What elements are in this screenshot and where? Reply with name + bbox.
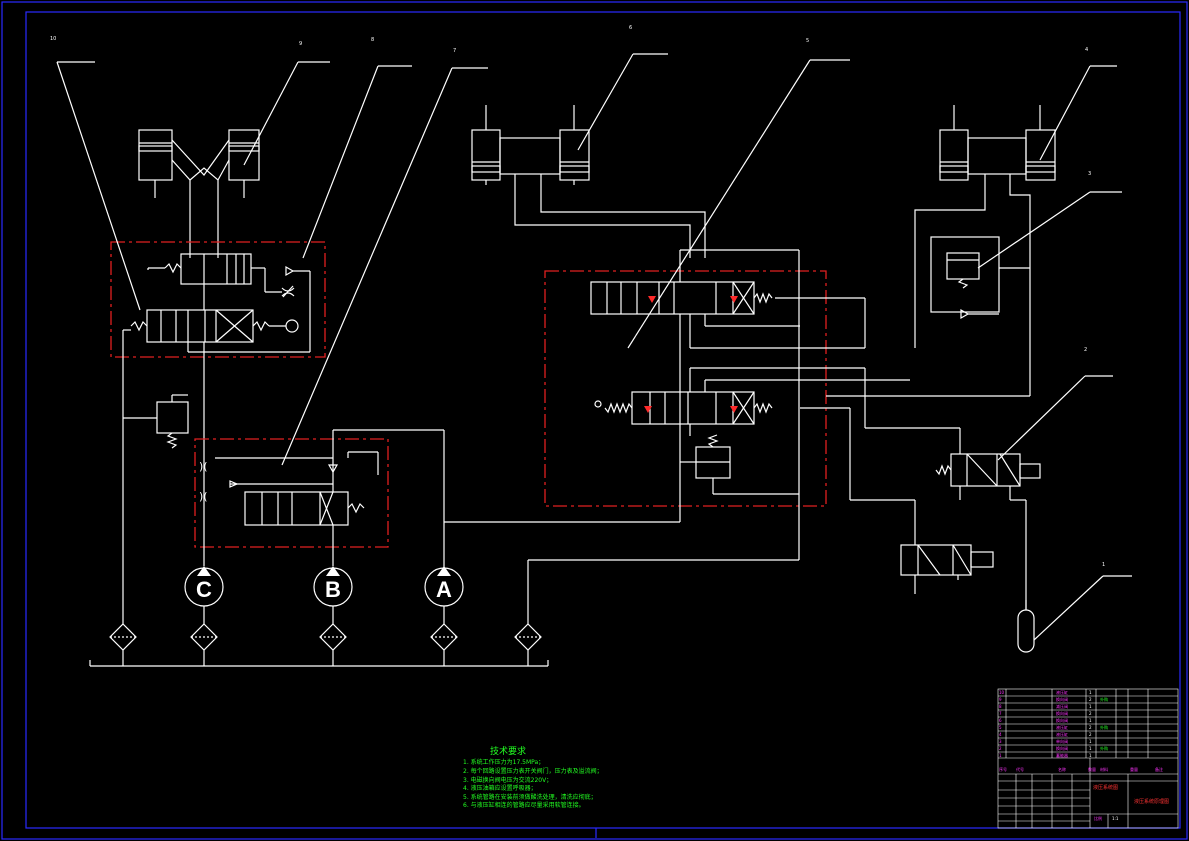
valve-block-6-boundary	[544, 270, 827, 507]
svg-text:外购: 外购	[1100, 696, 1108, 702]
svg-text:1: 1	[1089, 718, 1092, 723]
middle-circuit	[444, 105, 1030, 624]
leader-1-label: 1	[1102, 562, 1105, 568]
svg-text:9: 9	[999, 697, 1002, 702]
svg-text:1: 1	[1089, 753, 1092, 758]
tech-req-title: 技术要求	[490, 745, 526, 757]
svg-text:10: 10	[999, 690, 1005, 695]
svg-text:换向阀: 换向阀	[1056, 696, 1068, 702]
filter-4	[430, 623, 458, 666]
svg-text:8: 8	[999, 704, 1002, 709]
svg-text:液压缸: 液压缸	[1056, 689, 1068, 695]
tech-req-5: 5. 系统管路在安装前须做酸洗处理，清洗应彻底；	[463, 793, 597, 801]
svg-text:减压阀: 减压阀	[1056, 703, 1068, 709]
filter-2	[190, 623, 218, 666]
svg-text:1: 1	[1089, 739, 1092, 744]
leader-10-label: 10	[50, 36, 56, 42]
tech-req-3: 3. 电磁换向阀电压为交流220V；	[463, 776, 552, 784]
pump-c: C	[184, 566, 224, 624]
svg-text:换向阀: 换向阀	[1056, 717, 1068, 723]
tech-req-4: 4. 液压油箱应设置呼吸器；	[463, 784, 537, 792]
tank-line	[89, 660, 549, 667]
leader-7-label: 7	[453, 48, 456, 54]
svg-text:)(: )(	[199, 490, 208, 503]
right-circuit	[880, 105, 1056, 653]
leader-9-label: 9	[299, 41, 302, 47]
svg-text:换向阀: 换向阀	[1056, 745, 1068, 751]
svg-text:液压缸: 液压缸	[1056, 731, 1068, 737]
pump-b: B	[313, 566, 353, 624]
tech-req-2: 2. 每个回路设置压力表开关阀门，压力表及溢流阀；	[463, 767, 603, 775]
title-block: 10 液压缸 1 9 换向阀 2 外购 8 减压阀 1 7 换向阀 2 6 换向…	[997, 688, 1179, 829]
accumulator	[1017, 609, 1035, 653]
leader-5-label: 5	[806, 38, 809, 44]
valve-block-9-boundary	[110, 241, 326, 358]
svg-text:1:1: 1:1	[1112, 816, 1119, 821]
svg-text:2: 2	[1089, 725, 1092, 730]
svg-text:名称: 名称	[1058, 766, 1066, 772]
tech-req-6: 6. 与液压缸相连的管路应尽量采用软管连接。	[463, 801, 585, 809]
pump-a-label: A	[436, 577, 452, 602]
svg-text:换向阀: 换向阀	[1056, 710, 1068, 716]
pump-c-label: C	[196, 577, 212, 602]
svg-text:外购: 外购	[1100, 724, 1108, 730]
relief-valve	[156, 401, 189, 434]
svg-text:2: 2	[1089, 697, 1092, 702]
svg-text:)(: )(	[199, 460, 208, 473]
svg-text:蓄能器: 蓄能器	[1056, 752, 1068, 758]
svg-text:代号: 代号	[1016, 766, 1024, 772]
svg-text:液压缸: 液压缸	[1056, 724, 1068, 730]
tech-requirements: 技术要求 1. 系统工作压力为17.5MPa； 2. 每个回路设置压力表开关阀门…	[463, 745, 603, 809]
filter-3	[319, 623, 347, 666]
filter-5	[514, 623, 542, 666]
school-name: 液压系统原理图	[1134, 798, 1169, 805]
svg-text:备注: 备注	[1155, 766, 1163, 772]
svg-text:1: 1	[1089, 746, 1092, 751]
svg-text:2: 2	[1089, 711, 1092, 716]
svg-text:7: 7	[999, 711, 1002, 716]
pump-a: A	[424, 566, 464, 624]
svg-text:序号: 序号	[999, 766, 1007, 772]
svg-text:比例: 比例	[1094, 815, 1102, 821]
leader-8-label: 8	[371, 37, 374, 43]
svg-text:1: 1	[1089, 704, 1092, 709]
svg-text:1: 1	[1089, 690, 1092, 695]
svg-text:6: 6	[999, 718, 1002, 723]
leader-6-label: 6	[629, 25, 632, 31]
svg-text:2: 2	[999, 746, 1002, 751]
inner-frame	[25, 11, 1181, 829]
svg-text:材料: 材料	[1100, 766, 1108, 772]
cylinder-pair-9	[138, 129, 260, 258]
tech-req-1: 1. 系统工作压力为17.5MPa；	[463, 758, 544, 766]
leader-lines: 10 9 8 7 6 5 4 3 2 1	[50, 25, 1132, 641]
pumps: C B A	[184, 566, 464, 624]
pump-b-label: B	[325, 577, 341, 602]
leader-2-label: 2	[1084, 347, 1087, 353]
leader-3-label: 3	[1088, 171, 1091, 177]
leader-4-label: 4	[1085, 47, 1088, 53]
svg-text:重量: 重量	[1130, 766, 1138, 772]
svg-text:数量: 数量	[1088, 766, 1096, 772]
svg-text:3: 3	[999, 739, 1002, 744]
drawing-name: 液压系统图	[1093, 784, 1118, 791]
svg-text:2: 2	[1089, 732, 1092, 737]
svg-text:1: 1	[999, 753, 1002, 758]
svg-text:5: 5	[999, 725, 1002, 730]
svg-text:外购: 外购	[1100, 745, 1108, 751]
left-circuit: )( )(	[110, 129, 445, 624]
filters	[109, 623, 542, 666]
svg-text:单向阀: 单向阀	[1056, 738, 1068, 744]
svg-text:4: 4	[999, 732, 1002, 737]
filter-1	[109, 623, 137, 666]
